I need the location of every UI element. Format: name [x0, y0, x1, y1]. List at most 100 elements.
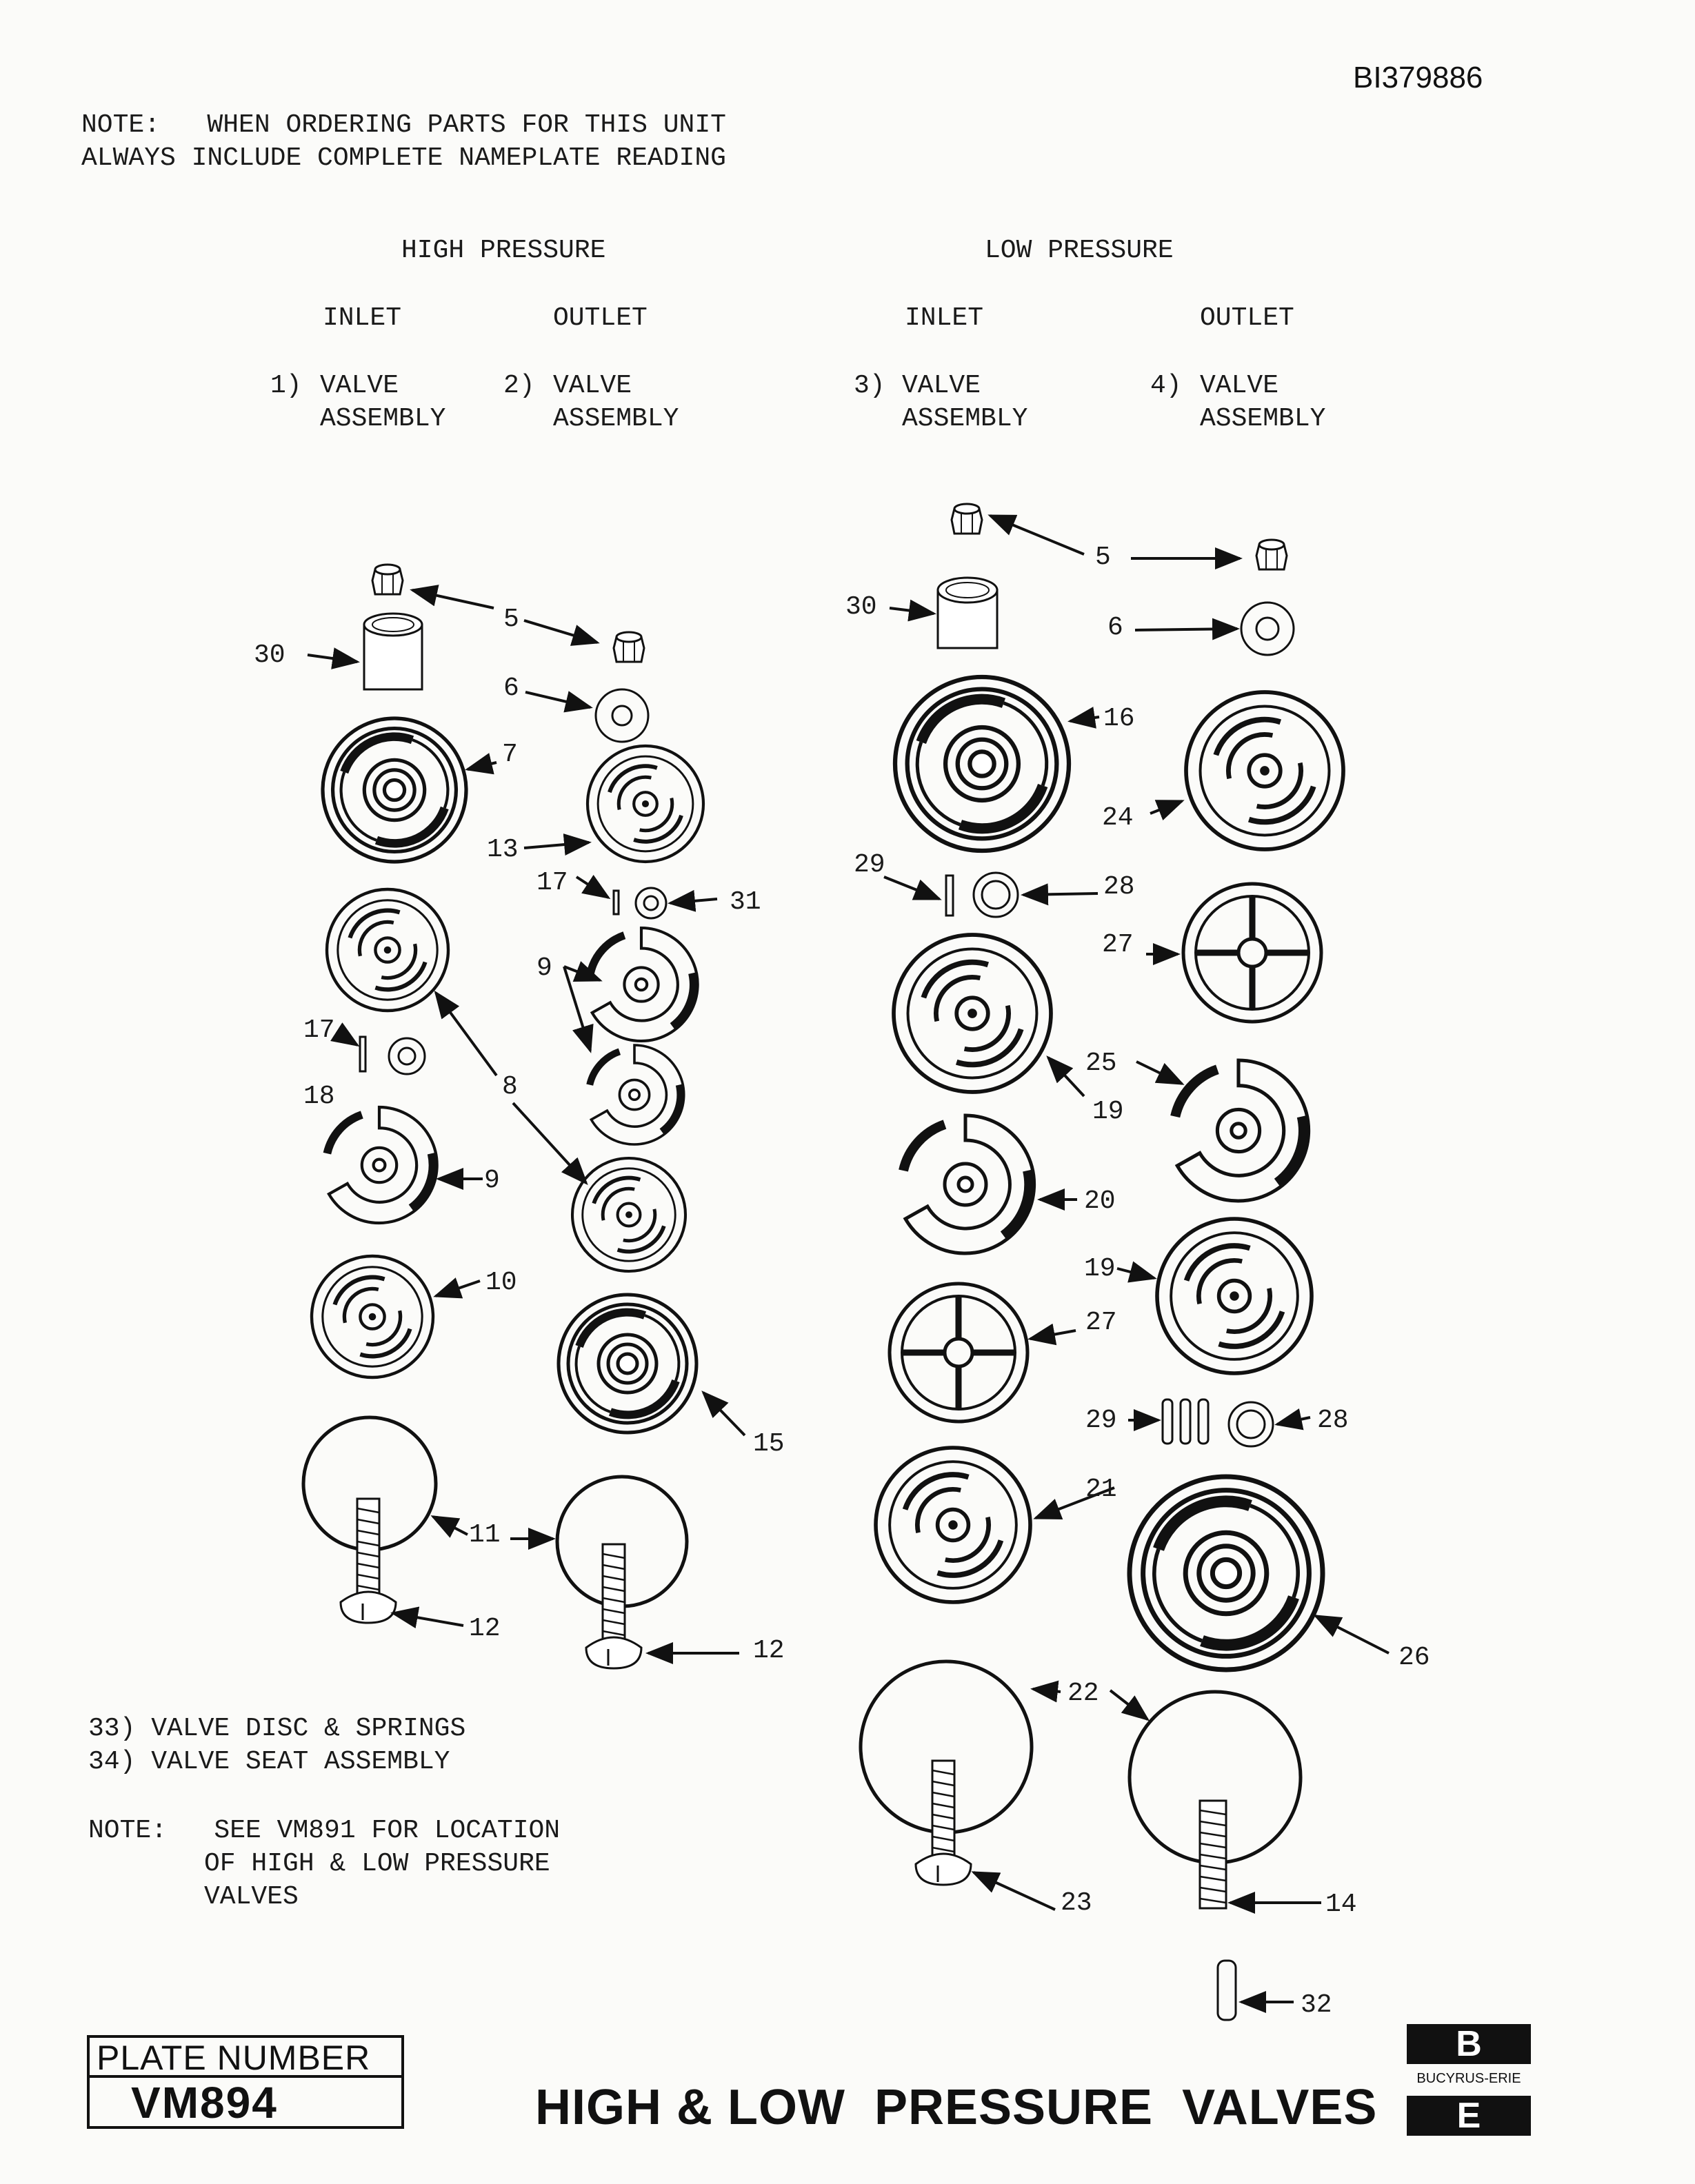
leader-lines [307, 514, 1390, 2013]
callout-12: 12 [753, 1636, 785, 1666]
callout-14: 14 [1325, 1890, 1357, 1919]
callout-12: 12 [469, 1614, 501, 1644]
location-note-line3: VALVES [204, 1882, 299, 1912]
valve-guard-part [327, 889, 448, 1011]
assembly-1-line2: ASSEMBLY [320, 404, 446, 434]
callout-22: 22 [1067, 1679, 1099, 1708]
callout-18: 18 [303, 1082, 335, 1111]
dowel-pin-part [1216, 1959, 1237, 2021]
bolt-part [339, 1497, 397, 1624]
callout-labels: 30 5 7 17 18 8 9 10 11 12 6 13 17 31 9 1… [254, 543, 1430, 2020]
bolt-part [914, 1759, 972, 1886]
spring-plate-part [890, 1284, 1027, 1422]
spring-plate-part [1183, 884, 1321, 1022]
callout-11: 11 [469, 1520, 501, 1550]
high-pressure-heading: HIGH PRESSURE [401, 236, 606, 265]
assembly-3-line1: VALVE [902, 371, 981, 401]
valve-plate-part [327, 1107, 437, 1223]
lp-inlet-parts [861, 503, 1069, 1886]
washer-part [594, 688, 650, 743]
callout-30: 30 [254, 640, 285, 670]
callout-5: 5 [503, 605, 519, 634]
callout-10: 10 [485, 1268, 517, 1297]
logo-e-block: E [1407, 2096, 1531, 2136]
valve-disc-part [894, 935, 1051, 1092]
assembly-3-number: 3) [854, 371, 885, 401]
washer-part [634, 887, 668, 920]
ordering-note-line1: NOTE: WHEN ORDERING PARTS FOR THIS UNIT [81, 110, 726, 140]
washer-part [1240, 601, 1295, 656]
callout-6: 6 [503, 674, 519, 703]
pin-part [612, 889, 620, 916]
callout-17: 17 [303, 1015, 335, 1045]
callout-28: 28 [1317, 1406, 1349, 1435]
washer-part [972, 871, 1019, 918]
lp-outlet-heading: OUTLET [1200, 303, 1294, 333]
washer-part [388, 1037, 426, 1075]
plate-number-label: PLATE NUMBER [90, 2038, 401, 2078]
callout-9: 9 [484, 1166, 500, 1195]
callout-26: 26 [1398, 1643, 1430, 1672]
valve-plate-part [590, 1045, 684, 1144]
hp-inlet-parts [303, 563, 466, 1624]
nut-part [612, 631, 645, 663]
assembly-4-number: 4) [1150, 371, 1182, 401]
callout-31: 31 [730, 887, 761, 917]
lp-outlet-parts [1130, 538, 1343, 2021]
callout-9: 9 [536, 953, 552, 983]
callout-5: 5 [1095, 543, 1111, 572]
callout-13: 13 [487, 835, 519, 865]
callout-23: 23 [1061, 1888, 1092, 1918]
callout-20: 20 [1084, 1186, 1116, 1216]
legend-item-33: 33) VALVE DISC & SPRINGS [88, 1714, 466, 1743]
valve-guard-part [1186, 692, 1343, 849]
callout-19: 19 [1084, 1254, 1116, 1284]
assembly-2-line2: ASSEMBLY [553, 404, 679, 434]
ordering-note-line2: ALWAYS INCLUDE COMPLETE NAMEPLATE READIN… [81, 143, 726, 173]
valve-seat-part [1130, 1477, 1323, 1670]
stud-part [1198, 1799, 1227, 1910]
callout-29: 29 [1085, 1406, 1117, 1435]
valve-plate-part [903, 1115, 1034, 1253]
callout-32: 32 [1301, 1990, 1332, 2020]
lp-inlet-heading: INLET [905, 303, 984, 333]
assembly-2-number: 2) [503, 371, 535, 401]
low-pressure-heading: LOW PRESSURE [985, 236, 1174, 265]
valve-plate-part [590, 928, 697, 1041]
assembly-1-number: 1) [270, 371, 302, 401]
callout-29: 29 [854, 850, 885, 880]
callout-17: 17 [536, 868, 568, 898]
valve-seat-part [323, 718, 466, 862]
spacer-part [936, 576, 999, 649]
pin-set-part [1161, 1398, 1210, 1445]
assembly-2-line1: VALVE [553, 371, 632, 401]
callout-15: 15 [753, 1429, 785, 1459]
callout-28: 28 [1103, 872, 1135, 902]
assembly-4-line1: VALVE [1200, 371, 1279, 401]
page-title: HIGH & LOW PRESSURE VALVES [535, 2080, 1378, 2135]
callout-30: 30 [845, 592, 877, 622]
valve-seat-part [895, 677, 1069, 851]
nut-part [950, 503, 983, 535]
valve-guard-part [876, 1448, 1030, 1602]
valve-plate-part [1175, 1060, 1308, 1201]
assembly-1-line1: VALVE [320, 371, 399, 401]
valve-disc-part [572, 1158, 685, 1271]
plate-number-value: VM894 [131, 2078, 278, 2127]
hp-outlet-heading: OUTLET [553, 303, 648, 333]
callout-19: 19 [1092, 1097, 1124, 1126]
callout-8: 8 [502, 1072, 518, 1102]
valve-disc-part [312, 1256, 433, 1377]
valve-guard-part [588, 746, 703, 862]
callout-24: 24 [1102, 803, 1134, 833]
pin-part [945, 874, 954, 917]
callout-25: 25 [1085, 1049, 1117, 1078]
callout-7: 7 [502, 740, 518, 769]
washer-part [1227, 1401, 1274, 1448]
assembly-3-line2: ASSEMBLY [902, 404, 1028, 434]
legend-item-34: 34) VALVE SEAT ASSEMBLY [88, 1747, 450, 1777]
callout-6: 6 [1107, 613, 1123, 643]
callout-16: 16 [1103, 704, 1135, 734]
